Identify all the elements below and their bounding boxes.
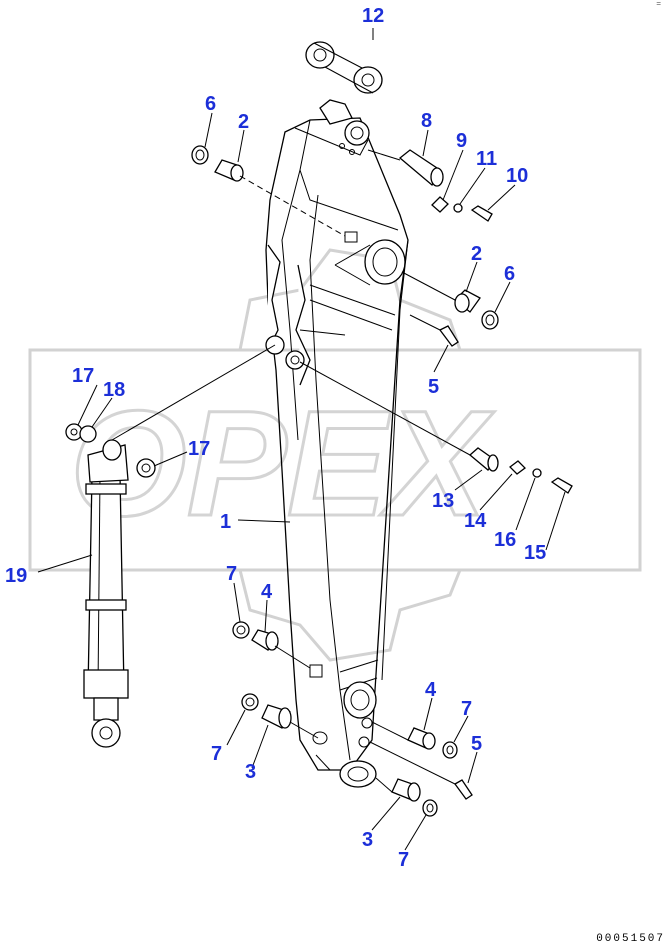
callout-6-upper: 6 xyxy=(205,93,216,115)
drawing-code: 00051507 xyxy=(596,933,665,945)
part-13-pin xyxy=(299,361,499,472)
callout-7-lower-left: 7 xyxy=(211,743,222,765)
part-8-pin xyxy=(367,149,444,187)
callout-3-left: 3 xyxy=(245,761,256,783)
part-7-right xyxy=(442,741,458,759)
callout-14: 14 xyxy=(464,510,487,532)
part-7-upper xyxy=(232,621,250,639)
callout-5-upper: 5 xyxy=(428,376,439,398)
part-5-lower-grease xyxy=(369,741,473,800)
callout-9: 9 xyxy=(456,130,467,152)
callout-4-left: 4 xyxy=(261,581,273,603)
callout-7-bottom: 7 xyxy=(398,849,409,871)
part-7-lower-left xyxy=(241,693,259,711)
callout-18: 18 xyxy=(103,379,125,401)
callout-4-right: 4 xyxy=(425,679,437,701)
part-16-washer xyxy=(532,468,542,478)
callout-1: 1 xyxy=(220,511,231,533)
part-14-plate xyxy=(509,460,526,475)
callout-17-right: 17 xyxy=(188,438,210,460)
callout-16: 16 xyxy=(494,529,516,551)
part-3-right xyxy=(375,777,421,802)
part-15-bolt xyxy=(550,477,573,494)
part-6-upper xyxy=(191,145,209,165)
corner-mark: = xyxy=(656,0,661,9)
part-4-left xyxy=(251,629,311,669)
part-6-right xyxy=(481,310,499,330)
part-4-right xyxy=(371,721,436,750)
leader-lines xyxy=(37,28,566,851)
callout-10: 10 xyxy=(506,165,528,187)
part-9-plate xyxy=(431,196,449,213)
part-17-left xyxy=(65,423,83,441)
callout-5-lower: 5 xyxy=(471,733,482,755)
callout-15: 15 xyxy=(524,542,546,564)
callout-13: 13 xyxy=(432,490,454,512)
callout-19: 19 xyxy=(5,565,27,587)
callout-2-upper: 2 xyxy=(238,111,249,133)
callout-7-right: 7 xyxy=(461,698,472,720)
part-18-shim xyxy=(79,425,97,443)
part-5-upper-grease xyxy=(409,314,459,347)
part-11-washer xyxy=(453,203,463,213)
callout-12: 12 xyxy=(362,5,384,27)
part-19-cylinder xyxy=(83,344,276,748)
part-17-right xyxy=(136,458,156,478)
part-2-upper xyxy=(214,159,244,182)
callout-8: 8 xyxy=(421,110,432,132)
part-2-right xyxy=(401,271,481,313)
callouts: 12 6 2 8 9 11 10 2 6 5 17 18 17 13 14 16… xyxy=(5,5,546,871)
part-3-left xyxy=(261,704,319,739)
callout-17-left: 17 xyxy=(72,365,94,387)
callout-3-right: 3 xyxy=(362,829,373,851)
callout-7-upper: 7 xyxy=(226,563,237,585)
callout-2-right: 2 xyxy=(471,243,482,265)
part-12-shims xyxy=(305,41,383,94)
callout-11: 11 xyxy=(476,148,497,170)
callout-6-right: 6 xyxy=(504,263,515,285)
arm-body xyxy=(265,99,409,788)
part-7-bottom xyxy=(422,799,438,817)
part-10-bolt xyxy=(470,205,493,222)
